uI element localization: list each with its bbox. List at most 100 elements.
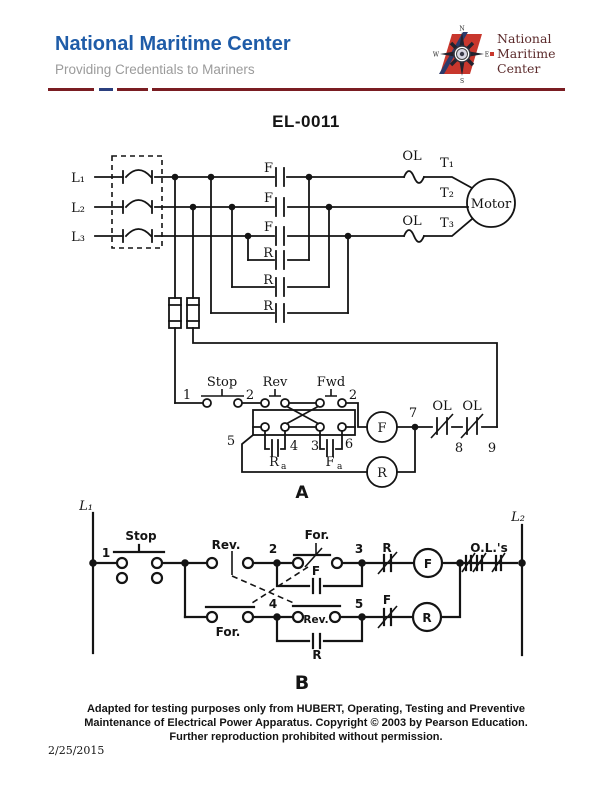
- divider-segment-blue: [99, 88, 113, 91]
- r-contact-label: R: [263, 273, 274, 288]
- wire-number: 3: [311, 439, 319, 454]
- terminal-t1-label: T₁: [440, 156, 454, 171]
- figure-id: EL-0011: [272, 112, 340, 131]
- wire-number: 1: [183, 388, 191, 403]
- aux-contacts: [264, 430, 343, 457]
- logo-bullet: [490, 52, 494, 56]
- wire-number: 8: [455, 441, 463, 456]
- logo-line3: Center: [497, 61, 540, 76]
- ra-contact-label: R: [269, 455, 280, 470]
- junction-dots-b: [89, 559, 526, 621]
- stop-button-bar: [201, 389, 244, 397]
- wire-number-b: 5: [355, 597, 363, 611]
- copyright-notice: Adapted for testing purposes only from H…: [0, 702, 612, 744]
- diagram-b-label: B: [295, 672, 309, 694]
- divider-segment: [152, 88, 565, 91]
- compass-n: N: [459, 26, 464, 33]
- reverse-coil-b: [411, 601, 443, 633]
- fwd-button-label: Fwd: [317, 375, 345, 390]
- diagram-a-control-section: Stop Rev Fwd 1 2 2 5 4 3 6 7 8 9 R a F a…: [174, 375, 498, 503]
- logo-line1: National: [497, 31, 551, 46]
- junction-dots: [171, 173, 352, 240]
- ols-label: O.L.'s: [470, 541, 508, 555]
- for-contact-label-b: For.: [305, 528, 330, 542]
- ol-contact-slashes: [430, 413, 484, 439]
- wire-number: 5: [227, 434, 235, 449]
- f-holding-contact-label: F: [312, 564, 320, 578]
- pushbutton-interlock-box: [252, 409, 356, 436]
- f-nc-contact-label: F: [383, 593, 391, 607]
- diagram-a-label: A: [295, 483, 309, 503]
- control-fuse: [186, 297, 200, 329]
- logo-line2: Maritime: [497, 46, 556, 61]
- stop-button-label-b: Stop: [125, 529, 157, 543]
- for-button-label-b: For.: [216, 625, 241, 639]
- r-contact-label: R: [263, 299, 274, 314]
- wire-number-b: 1: [102, 546, 110, 560]
- ladder-rails: [91, 511, 524, 657]
- rev-button-label-b: Rev.: [212, 538, 241, 552]
- line-l1-label: L₁: [71, 171, 85, 186]
- rev-nc-contact-label: Rev.: [303, 614, 328, 626]
- wire-number: 2: [349, 388, 357, 403]
- ols-slashes: [461, 552, 506, 573]
- forward-coil-label-b: F: [424, 557, 432, 571]
- page-subtitle: Providing Credentials to Mariners: [55, 62, 255, 77]
- compass-w: W: [433, 52, 440, 59]
- wire-number: 6: [345, 437, 353, 452]
- f-contact-label: F: [264, 191, 273, 206]
- interlock-dashed-links: [231, 566, 309, 605]
- fa-contact-label: F: [325, 455, 334, 470]
- reverse-coil-label-b: R: [422, 611, 431, 625]
- disconnect-switch-box: [111, 155, 163, 249]
- rail-l2-label: L₂: [510, 510, 525, 525]
- f-contacts-power: [275, 167, 285, 246]
- diagram-b-ladder: L₁ L₂ 1 Stop Rev. 2 For. 3 R F O.L.'s F …: [78, 499, 526, 694]
- ol-contact-label: OL: [432, 399, 452, 414]
- ol-heater-label: OL: [402, 149, 422, 164]
- divider-segment: [117, 88, 148, 91]
- reverse-coil-label: R: [377, 466, 388, 481]
- stop-button-bar-b: [112, 543, 166, 554]
- wire-number: 4: [290, 439, 298, 454]
- wire-number: 2: [246, 388, 254, 403]
- switch-blade-arcs: [124, 169, 153, 238]
- crossover-wires: [285, 405, 320, 425]
- overload-heater-icon: [402, 170, 426, 243]
- divider-segment: [48, 88, 94, 91]
- r-nc-contact-label: R: [382, 541, 391, 555]
- page-title: National Maritime Center: [55, 33, 291, 55]
- terminal-t3-label: T₃: [440, 216, 454, 231]
- ol-heater-label: OL: [402, 214, 422, 229]
- ra-contact-sub: a: [281, 462, 287, 472]
- r-contact-label: R: [263, 246, 274, 261]
- wire-number-b: 2: [269, 542, 277, 556]
- copyright-line2: Maintenance of Electrical Power Apparatu…: [84, 717, 528, 729]
- control-fuse: [168, 297, 182, 329]
- date-stamp: 2/25/2015: [48, 744, 105, 757]
- fa-contact-sub: a: [337, 462, 343, 472]
- wire-number: 7: [409, 406, 417, 421]
- motor-label: Motor: [471, 197, 512, 212]
- terminal-t2-label: T₂: [440, 186, 454, 201]
- stop-button-label: Stop: [207, 375, 237, 390]
- diagram-a-power-section: Motor L₁ L₂ L₃ F F F R R R OL OL T₁ T₂ T…: [71, 149, 516, 428]
- rev-button-label: Rev: [263, 375, 288, 390]
- rail-l1-label: L₁: [78, 499, 93, 514]
- line-l2-label: L₂: [71, 201, 85, 216]
- r-holding-contact-label: R: [312, 648, 321, 662]
- copyright-line3: Further reproduction prohibited without …: [169, 731, 443, 743]
- f-contact-label: F: [264, 161, 273, 176]
- motor-circle: [466, 178, 516, 228]
- forward-coil-label: F: [377, 421, 386, 436]
- compass-rose-icon: [440, 32, 484, 76]
- wire-number: 9: [488, 441, 496, 456]
- ol-contact-label: OL: [462, 399, 482, 414]
- f-contact-label: F: [264, 220, 273, 235]
- wire-number-b: 4: [269, 597, 277, 611]
- line-l3-label: L₃: [71, 230, 85, 245]
- copyright-line1: Adapted for testing purposes only from H…: [86, 703, 526, 715]
- compass-e: E: [485, 52, 489, 59]
